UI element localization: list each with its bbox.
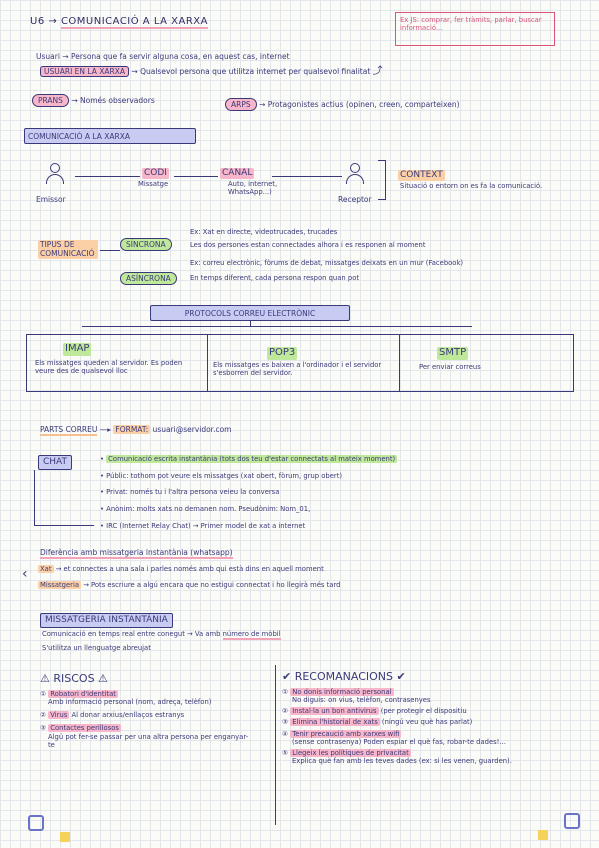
codi-label: CODI xyxy=(142,168,169,180)
recomanacions-list: ① No donis informació personal No diguis… xyxy=(282,688,582,765)
check-icon: ✔ xyxy=(282,670,292,683)
missatgeria-heading: MISSATGERIA INSTANTÀNIA xyxy=(40,613,173,629)
protocols-table: IMAP Els missatges queden al servidor. E… xyxy=(26,334,574,392)
receptor-label: Receptor xyxy=(338,195,372,204)
prans-row: PRANS → Només observadors xyxy=(32,94,155,107)
diferencia-bracket-icon: ‹ xyxy=(22,566,28,582)
chat-item-3: • Privat: només tu i l'altra persona vei… xyxy=(100,488,280,496)
sincrona-definition: Les dos persones estan connectades alhor… xyxy=(190,241,426,249)
corner-logo-icon xyxy=(564,813,580,829)
pop3-label: POP3 xyxy=(267,347,298,360)
context-def: Situació o entorn on es fa la comunicaci… xyxy=(400,182,543,190)
chat-branch-lines xyxy=(34,470,94,526)
context-label: CONTEXT xyxy=(398,170,445,182)
usuari-xarxa-row: USUARI EN LA XARXA → Qualsevol persona q… xyxy=(40,66,383,79)
protocols-branch-line xyxy=(82,326,472,328)
tape-decoration xyxy=(538,830,548,840)
usuari-line: Usuari → Persona que fa servir alguna co… xyxy=(36,52,290,61)
return-arrow-icon: ⤴ xyxy=(372,66,383,77)
sincrona-example: Ex: Xat en directe, videotrucades, truca… xyxy=(190,228,338,236)
asincrona-label: ASÍNCRONA xyxy=(120,272,177,285)
examples-box: Ex JS: comprar, fer tràmits, parlar, bus… xyxy=(395,12,555,46)
protocols-divider-2 xyxy=(399,335,401,391)
asincrona-example: Ex: correu electrònic, fòrums de debat, … xyxy=(190,259,464,267)
sincrona-label: SÍNCRONA xyxy=(120,238,172,251)
parts-row: PARTS CORREU —▸ FORMAT: usuari@servidor.… xyxy=(40,425,232,436)
arps-row: ARPS → Protagonistes actius (opinen, cre… xyxy=(225,98,460,111)
riscos-item-2: ② Virus Al donar arxius/enllaços estrany… xyxy=(40,711,185,720)
canal-sub: Auto, internet, WhatsApp...) xyxy=(228,180,278,197)
page-title: COMUNICACIÓ A LA XARXA xyxy=(60,16,208,29)
asincrona-definition: En temps diferent, cada persona respon q… xyxy=(190,274,360,282)
arps-label: ARPS xyxy=(225,98,257,111)
corner-logo-icon xyxy=(28,815,44,831)
format-label: FORMAT: xyxy=(113,425,151,434)
context-bracket xyxy=(378,160,386,200)
tape-decoration xyxy=(60,832,70,842)
chat-item-5: • IRC (Internet Relay Chat) → Primer mod… xyxy=(100,522,306,530)
chat-item-4: • Anònim: molts xats no demanen nom. Pse… xyxy=(100,505,311,513)
chat-item-2: • Públic: tothom pot veure els missatges… xyxy=(100,472,343,480)
receptor-person-icon xyxy=(346,163,364,184)
recomanacions-heading: ✔ RECOMANACIONS ✔ xyxy=(282,670,406,683)
title-prefix: U6 → xyxy=(30,16,58,27)
chat-label: CHAT xyxy=(38,455,73,471)
codi-sub: Missatge xyxy=(138,180,169,188)
parts-label: PARTS CORREU xyxy=(40,425,98,436)
chat-item-1: • Comunicació escrita instantània (tots … xyxy=(100,455,398,463)
comunicacio-heading: COMUNICACIÓ A LA XARXA xyxy=(24,128,196,144)
protocols-divider-1 xyxy=(207,335,209,391)
protocols-heading: PROTOCOLS CORREU ELECTRÒNIC xyxy=(150,305,350,321)
emissor-label: Emissor xyxy=(36,195,66,204)
smtp-definition: Per enviar correus xyxy=(419,363,481,371)
tipus-label: TIPUS DE COMUNICACIÓ xyxy=(38,240,98,259)
examples-text: Ex JS: comprar, fer tràmits, parlar, bus… xyxy=(400,16,542,33)
riscos-heading: ⚠ RISCOS ⚠ xyxy=(40,672,108,685)
missatgeria-def2: S'utilitza un llenguatge abreujat xyxy=(42,644,151,652)
diferencia-title: Diferència amb missatgeria instantània (… xyxy=(40,548,233,559)
riscos-item-3: ③ Contactes perillosos Algú pot fer-se p… xyxy=(40,724,249,749)
usuari-xarxa-label: USUARI EN LA XARXA xyxy=(40,66,130,77)
recomanacions-item-5: ⑤ Llegeix les polítiques de privacitat E… xyxy=(282,748,512,766)
arrow-emissor-codi xyxy=(75,176,140,178)
missatgeria-def1: Comunicació en temps real entre conegut … xyxy=(42,630,281,640)
prans-def: → Només observadors xyxy=(71,96,155,105)
pop3-definition: Els missatges es baixen a l'ordinador i … xyxy=(213,361,382,378)
diferencia-missatgeria: Missatgeria → Pots escriure a algú encar… xyxy=(38,581,341,589)
recomanacions-item-2: ② Instal·la un bon antivirus (per proteg… xyxy=(282,707,467,716)
imap-definition: Els missatges queden al servidor. Es pod… xyxy=(35,359,183,376)
emissor-person-icon xyxy=(46,163,64,184)
imap-label: IMAP xyxy=(63,343,92,356)
arrow-codi-canal xyxy=(174,176,218,178)
recomanacions-item-1: ① No donis informació personal No diguis… xyxy=(282,688,431,705)
tipus-connector xyxy=(100,250,120,252)
riscos-item-1: ① Robatori d'identitat Amb informació pe… xyxy=(40,690,212,707)
arps-def: → Protagonistes actius (opinen, creen, c… xyxy=(259,100,460,109)
format-value: usuari@servidor.com xyxy=(152,425,232,434)
smtp-label: SMTP xyxy=(437,347,469,360)
recomanacions-item-4: ④ Tenir precaució amb xarxes wifi (sense… xyxy=(282,729,506,746)
prans-label: PRANS xyxy=(32,94,69,107)
canal-label: CANAL xyxy=(220,168,255,180)
riscos-list: ① Robatori d'identitat Amb informació pe… xyxy=(40,690,268,749)
usuari-xarxa-def: → Qualsevol persona que utilitza interne… xyxy=(131,67,371,76)
arrow-canal-receptor xyxy=(272,176,342,178)
diferencia-xat: Xat → et connectes a una sala i parles n… xyxy=(38,565,324,573)
columns-divider xyxy=(275,665,277,825)
protocols-stem xyxy=(250,321,252,327)
check-icon: ✔ xyxy=(396,670,406,683)
recomanacions-item-3: ③ Elimina l'historial de xats (ningú veu… xyxy=(282,718,473,727)
page-title-row: U6 → COMUNICACIÓ A LA XARXA xyxy=(30,16,208,29)
